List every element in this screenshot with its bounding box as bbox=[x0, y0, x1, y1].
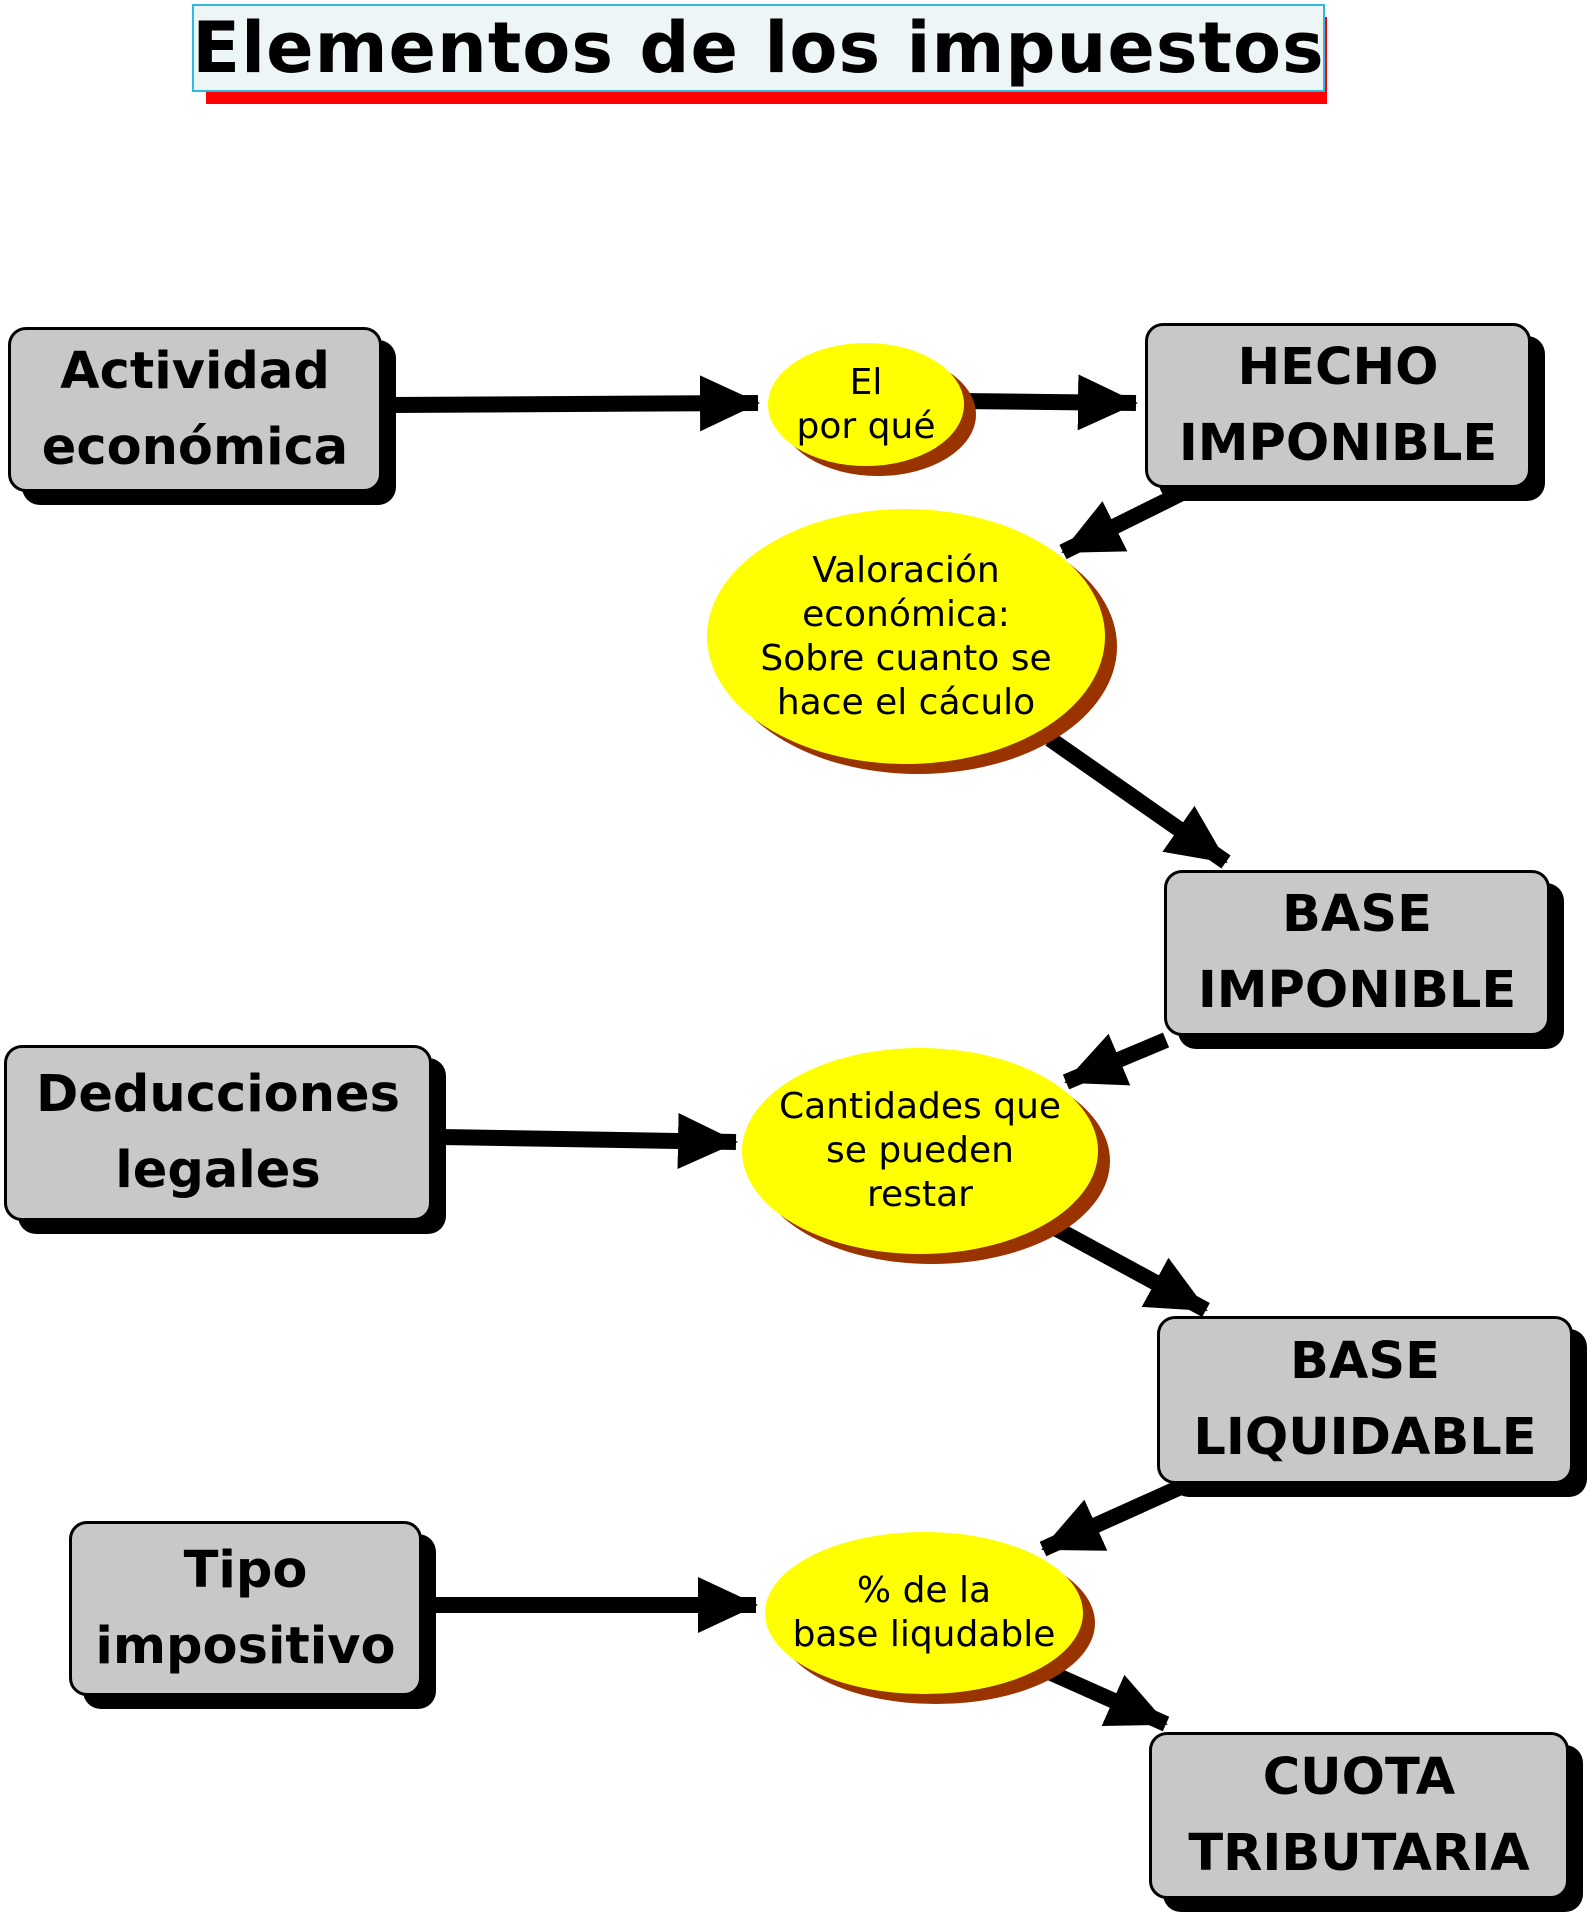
ellipse-valoracion-economica: Valoración económica: Sobre cuanto se ha… bbox=[707, 509, 1117, 774]
box-base-imponible: BASE IMPONIBLE bbox=[1164, 870, 1564, 1049]
box-label-line: TRIBUTARIA bbox=[1188, 1823, 1530, 1883]
ellipse-label-line: hace el cáculo bbox=[776, 681, 1036, 723]
box-label-line: Deducciones bbox=[36, 1065, 400, 1124]
ellipse-label-line: por qué bbox=[796, 405, 936, 447]
ellipse-label-line: El bbox=[849, 361, 883, 403]
ellipse-porcentaje-base: % de la base liqudable bbox=[765, 1532, 1095, 1704]
box-label-line: impositivo bbox=[95, 1616, 396, 1676]
box-cuota-tributaria: CUOTA TRIBUTARIA bbox=[1149, 1732, 1583, 1912]
ellipse-label-line: Valoración bbox=[812, 549, 1000, 591]
box-deducciones-legales: Deducciones legales bbox=[4, 1045, 446, 1234]
box-label-line: IMPONIBLE bbox=[1197, 961, 1517, 1020]
box-label-line: Actividad bbox=[60, 341, 330, 401]
ellipse-por-que: El por qué bbox=[768, 343, 976, 476]
box-label-line: IMPONIBLE bbox=[1178, 413, 1498, 473]
box-label-line: legales bbox=[115, 1141, 321, 1200]
ellipse-label-line: Sobre cuanto se bbox=[760, 637, 1052, 679]
box-label-line: BASE bbox=[1282, 885, 1432, 944]
ellipse-label-line: % de la bbox=[856, 1570, 992, 1611]
arrow-valoracion-to-base-imponible bbox=[1045, 732, 1231, 869]
box-label-line: Tipo bbox=[183, 1540, 308, 1600]
arrow-porcentaje-to-cuota bbox=[1036, 1660, 1170, 1732]
box-label-line: HECHO bbox=[1237, 337, 1439, 397]
ellipse-label-line: se pueden bbox=[826, 1130, 1014, 1171]
arrow-base-imponible-to-cantidades bbox=[1062, 1032, 1170, 1090]
box-label-line: económica bbox=[41, 417, 349, 477]
box-label-line: CUOTA bbox=[1262, 1747, 1456, 1807]
ellipse-label-line: restar bbox=[867, 1174, 973, 1215]
box-tipo-impositivo: Tipo impositivo bbox=[69, 1521, 436, 1709]
arrow-base-liquidable-to-porcentaje bbox=[1039, 1478, 1187, 1557]
ellipse-label-line: económica: bbox=[802, 593, 1010, 635]
arrow-actividad-to-porque bbox=[389, 375, 760, 432]
ellipse-label-line: base liqudable bbox=[792, 1614, 1056, 1655]
title-box: Elementos de los impuestos bbox=[192, 4, 1325, 92]
title-banner: Elementos de los impuestos bbox=[192, 4, 1327, 104]
arrow-hecho-to-valoracion bbox=[1059, 486, 1184, 560]
diagram-title: Elementos de los impuestos bbox=[192, 7, 1325, 89]
ellipse-label-line: Cantidades que bbox=[778, 1086, 1062, 1127]
ellipse-cantidades-restar: Cantidades que se pueden restar bbox=[742, 1048, 1110, 1264]
arrow-cantidades-to-base-liquidable bbox=[1051, 1220, 1210, 1318]
box-base-liquidable: BASE LIQUIDABLE bbox=[1157, 1316, 1587, 1497]
box-label-line: LIQUIDABLE bbox=[1193, 1408, 1537, 1467]
box-hecho-imponible: HECHO IMPONIBLE bbox=[1145, 323, 1545, 501]
arrow-deducciones-to-cantidades bbox=[439, 1113, 738, 1170]
arrow-porque-to-hecho bbox=[959, 374, 1138, 431]
box-label-line: BASE bbox=[1290, 1332, 1440, 1391]
box-actividad-economica: Actividad económica bbox=[8, 327, 396, 505]
